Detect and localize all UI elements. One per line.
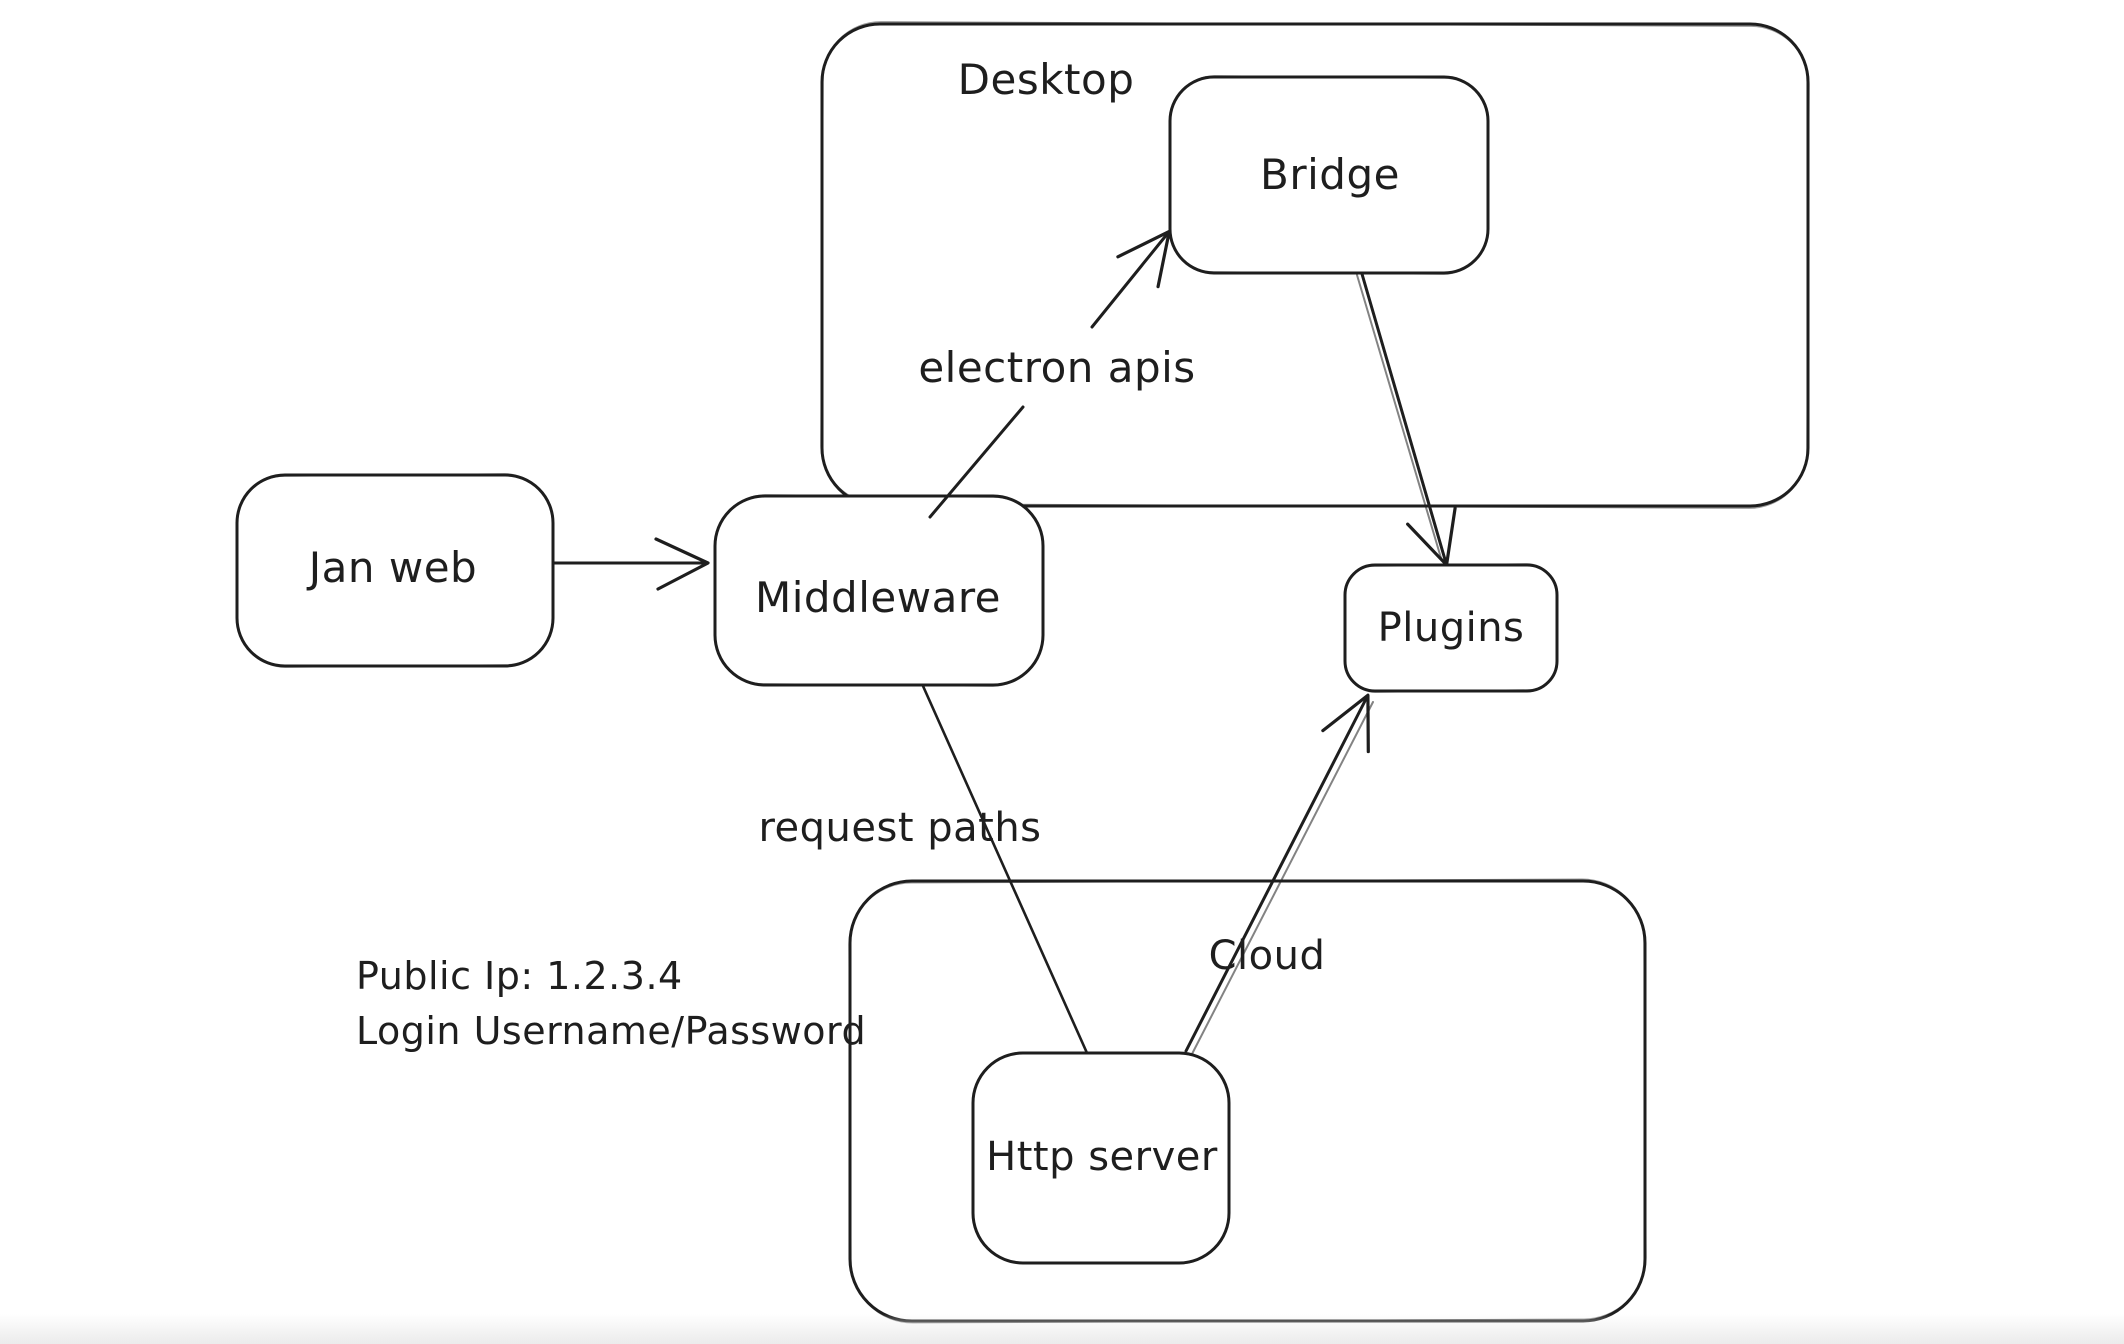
middleware-node-label[interactable]: Middleware: [754, 572, 1002, 622]
jan-web-node-box[interactable]: [235, 473, 555, 668]
plugins-node-box[interactable]: [1343, 563, 1559, 693]
arrow-bridge-to-plugins[interactable]: [1356, 272, 1457, 567]
page-bottom-fade: [0, 1314, 2124, 1344]
http-server-node-box[interactable]: [971, 1051, 1231, 1265]
middleware-node-box[interactable]: [713, 494, 1045, 687]
http-server-node-label[interactable]: Http server: [986, 1134, 1218, 1180]
arrow-middleware-to-httpserver[interactable]: [921, 684, 1089, 1055]
jan-web-node-label[interactable]: Jan web: [308, 542, 478, 592]
public-ip-annotation[interactable]: Public Ip: 1.2.3.4: [356, 954, 683, 999]
desktop-container[interactable]: [820, 21, 1810, 509]
plugins-node-label[interactable]: Plugins: [1377, 605, 1525, 651]
electron-apis-edge-label[interactable]: electron apis: [918, 342, 1196, 392]
bridge-node-box[interactable]: [1168, 75, 1490, 275]
desktop-container-label[interactable]: Desktop: [957, 54, 1135, 104]
arrow-httpserver-to-plugins[interactable]: [1184, 693, 1374, 1055]
request-paths-edge-label[interactable]: request paths: [758, 805, 1042, 851]
login-credentials-annotation[interactable]: Login Username/Password: [356, 1009, 867, 1054]
cloud-container-label[interactable]: Cloud: [1208, 933, 1326, 979]
bridge-node-label[interactable]: Bridge: [1260, 149, 1400, 199]
arrow-middleware-to-bridge[interactable]: [928, 229, 1171, 519]
